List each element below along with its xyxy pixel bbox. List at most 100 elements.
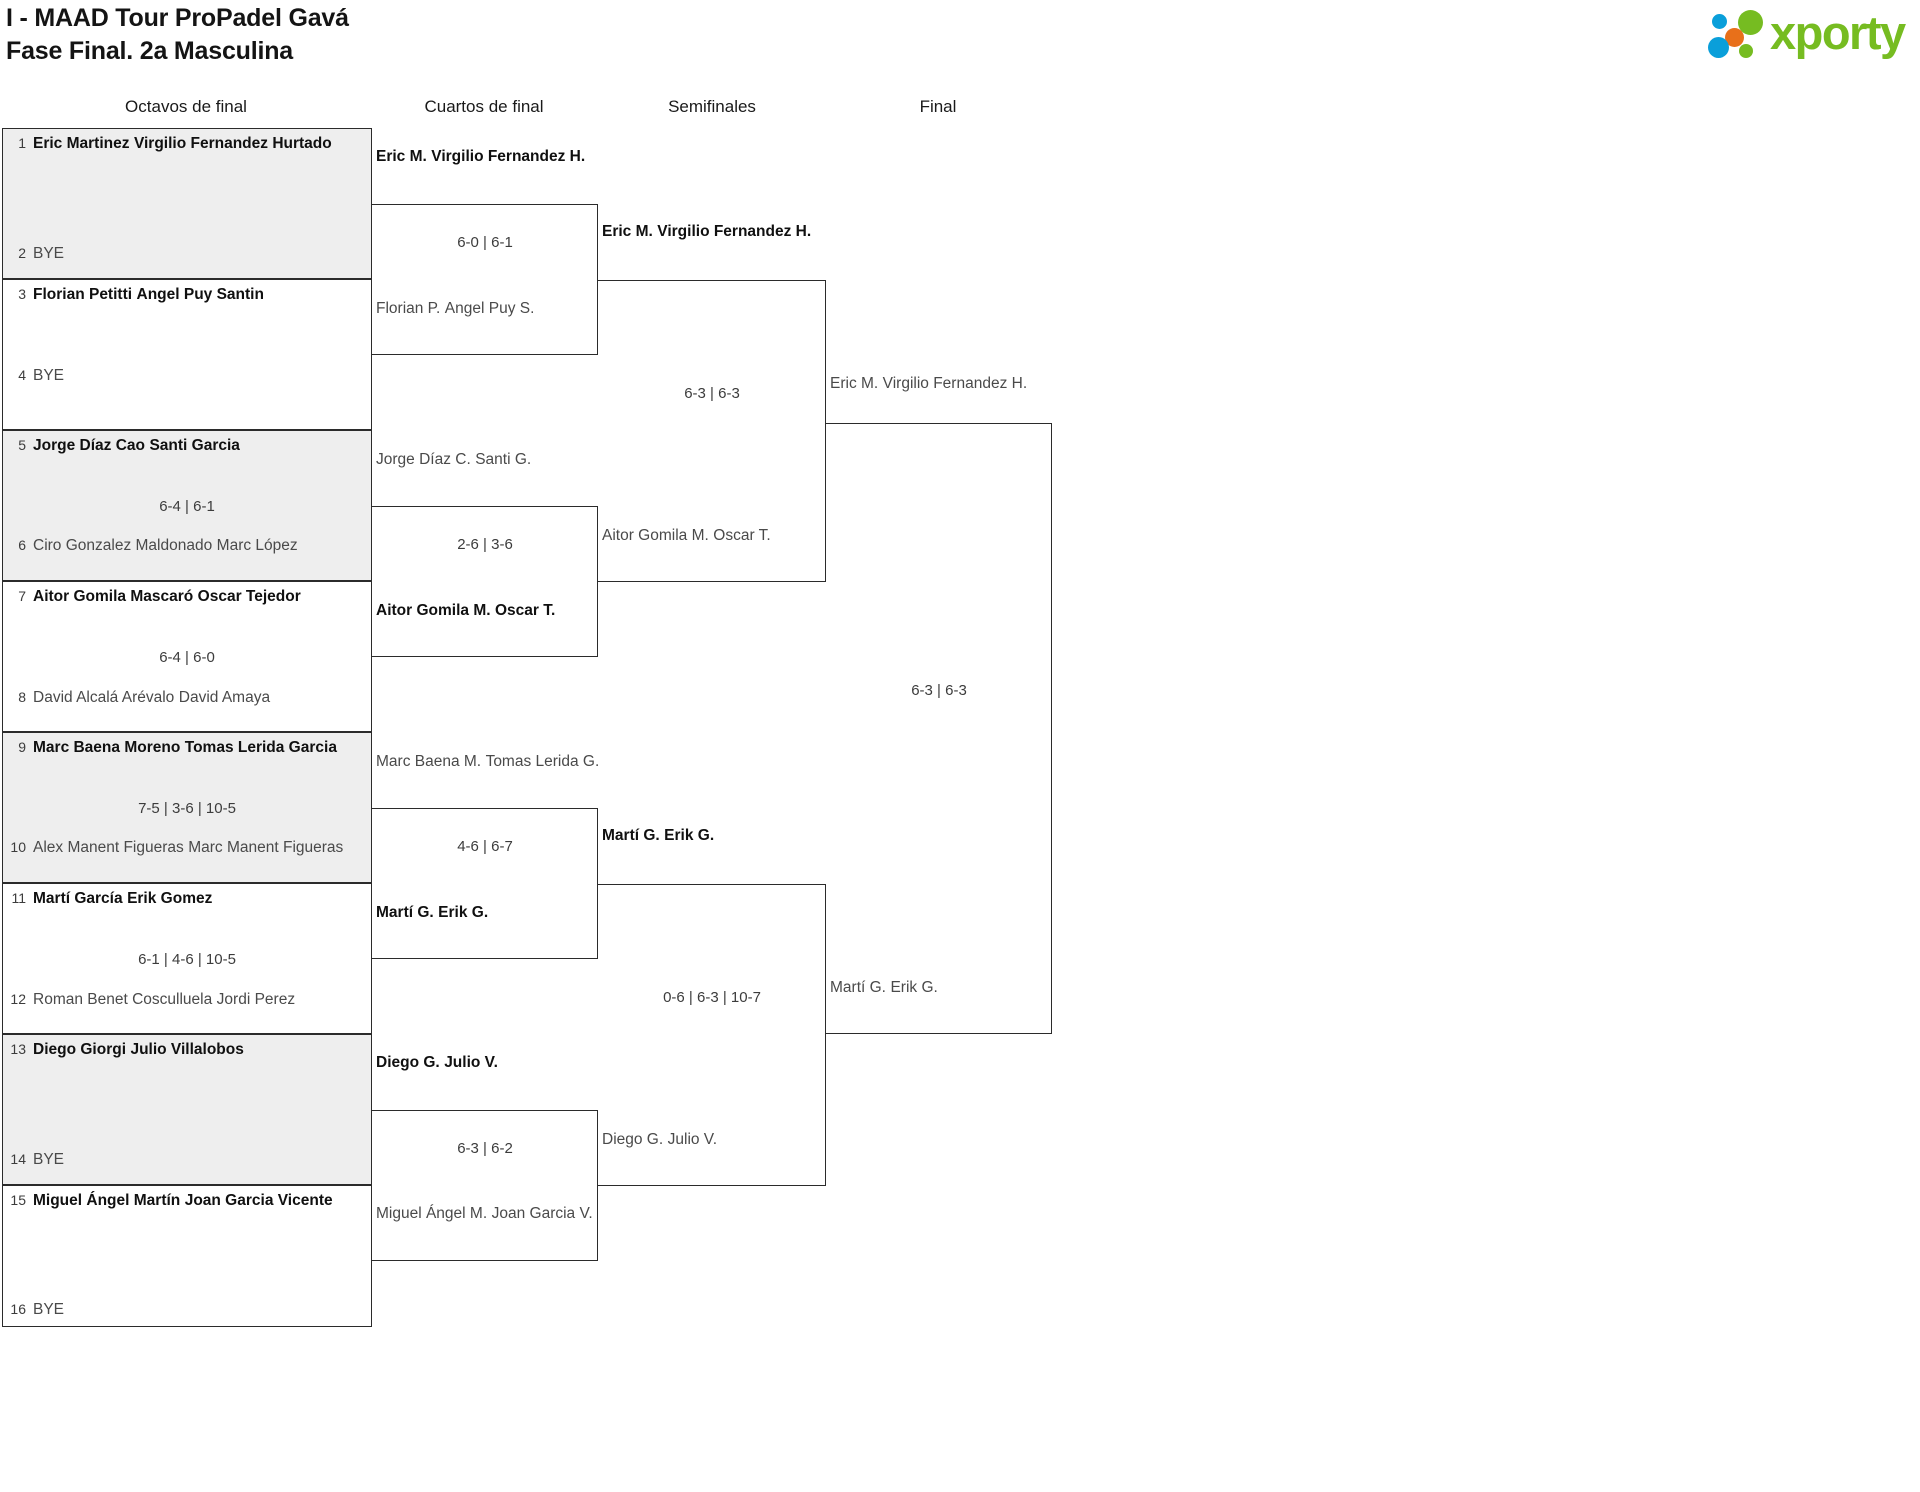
player-name: Virgilio Fernandez H. [882, 375, 1028, 392]
seed-number: 13 [10, 1041, 26, 1057]
logo-wordmark: xporty [1770, 6, 1906, 59]
r2-score-1: 6-0 | 6-1 [457, 234, 513, 251]
round-header-octavos: Octavos de final [125, 97, 247, 116]
r4-match-final[interactable] [826, 423, 1052, 1034]
player-name: Jordi Perez [216, 991, 296, 1008]
seed-number: 4 [18, 367, 26, 383]
r1-team-14[interactable]: 14 BYE [4, 1150, 64, 1169]
player-name: Martí G. [830, 979, 886, 996]
r2-team-8[interactable]: Miguel Ángel M. Joan Garcia V. [376, 1204, 593, 1223]
r1-team-16[interactable]: 16 BYE [4, 1300, 64, 1319]
r2-score-3: 4-6 | 6-7 [457, 838, 513, 855]
r1-team-13[interactable]: 13 Diego Giorgi Julio Villalobos [4, 1040, 244, 1059]
page-title: I - MAAD Tour ProPadel Gavá Fase Final. … [6, 2, 1206, 68]
r2-match-3[interactable] [372, 808, 598, 959]
r1-team-3[interactable]: 3 Florian Petitti Angel Puy Santin [4, 285, 264, 304]
player-name: BYE [33, 245, 65, 262]
round-header-final: Final [919, 97, 957, 116]
r4-team-2[interactable]: Martí G. Erik G. [830, 978, 938, 997]
player-name: Joan Garcia Vicente [184, 1192, 333, 1209]
logo-dots-icon [1708, 8, 1770, 60]
tournament-phase: Fase Final. 2a Masculina [6, 37, 293, 65]
seed-number: 2 [18, 245, 26, 261]
r1-match-3[interactable] [2, 430, 372, 581]
r2-team-6[interactable]: Martí G. Erik G. [376, 903, 488, 922]
r1-team-6[interactable]: 6 Ciro Gonzalez Maldonado Marc López [4, 536, 298, 555]
r1-score-4: 6-4 | 6-0 [159, 649, 215, 666]
r1-match-6[interactable] [2, 883, 372, 1034]
player-name: BYE [33, 1151, 65, 1168]
r1-match-7[interactable] [2, 1034, 372, 1185]
r1-team-5[interactable]: 5 Jorge Díaz Cao Santi Garcia [4, 436, 240, 455]
seed-number: 1 [18, 135, 26, 151]
r2-team-4[interactable]: Aitor Gomila M. Oscar T. [376, 601, 555, 620]
player-name: Erik G. [664, 827, 715, 844]
r1-team-2[interactable]: 2 BYE [4, 244, 64, 263]
r2-team-5[interactable]: Marc Baena M. Tomas Lerida G. [376, 752, 599, 771]
r2-match-2[interactable] [372, 506, 598, 657]
r3-team-4[interactable]: Diego G. Julio V. [602, 1130, 717, 1149]
r1-team-11[interactable]: 11 Martí García Erik Gomez [4, 889, 212, 908]
r2-team-3[interactable]: Jorge Díaz C. Santi G. [376, 450, 531, 469]
r1-team-8[interactable]: 8 David Alcalá Arévalo David Amaya [4, 688, 270, 707]
r1-score-6: 6-1 | 4-6 | 10-5 [138, 951, 236, 968]
player-name: Julio V. [444, 1054, 498, 1071]
r2-match-1[interactable] [372, 204, 598, 355]
r3-team-1[interactable]: Eric M. Virgilio Fernandez H. [602, 222, 811, 241]
player-name: Florian P. [376, 300, 441, 317]
r3-score-1: 6-3 | 6-3 [684, 385, 740, 402]
player-name: Julio V. [667, 1131, 718, 1148]
r1-match-1[interactable] [2, 128, 372, 279]
player-name: Virgilio Fernandez H. [431, 148, 586, 165]
r1-match-5[interactable] [2, 732, 372, 883]
r1-team-4[interactable]: 4 BYE [4, 366, 64, 385]
r3-match-1[interactable] [598, 280, 826, 582]
r1-match-4[interactable] [2, 581, 372, 732]
player-name: Diego G. [602, 1131, 664, 1148]
r1-score-3: 6-4 | 6-1 [159, 498, 215, 515]
r1-team-9[interactable]: 9 Marc Baena Moreno Tomas Lerida Garcia [4, 738, 337, 757]
r3-match-2[interactable] [598, 884, 826, 1186]
r1-team-10[interactable]: 10 Alex Manent Figueras Marc Manent Figu… [4, 838, 343, 857]
player-name: Virgilio Fernandez H. [657, 223, 812, 240]
r3-team-2[interactable]: Aitor Gomila M. Oscar T. [602, 526, 771, 545]
xporty-logo: xporty [1708, 6, 1908, 64]
seed-number: 16 [10, 1301, 26, 1317]
player-name: Marc Baena M. [376, 753, 482, 770]
seed-number: 11 [11, 890, 26, 906]
r4-team-1[interactable]: Eric M. Virgilio Fernandez H. [830, 374, 1027, 393]
player-name: Marc Manent Figueras [188, 839, 344, 856]
player-name: Erik G. [438, 904, 489, 921]
r1-team-7[interactable]: 7 Aitor Gomila Mascaró Oscar Tejedor [4, 587, 301, 606]
r2-team-1[interactable]: Eric M. Virgilio Fernandez H. [376, 147, 585, 166]
player-name: Oscar T. [713, 527, 771, 544]
player-name: Eric M. [830, 375, 879, 392]
player-name: BYE [33, 367, 65, 384]
r1-match-8[interactable] [2, 1185, 372, 1327]
player-name: Jorge Díaz Cao [33, 437, 145, 454]
round-header-semifinales: Semifinales [668, 97, 756, 116]
r1-team-12[interactable]: 12 Roman Benet Cosculluela Jordi Perez [4, 990, 295, 1009]
r2-team-2[interactable]: Florian P. Angel Puy S. [376, 299, 534, 318]
r3-team-3[interactable]: Martí G. Erik G. [602, 826, 714, 845]
r3-score-2: 0-6 | 6-3 | 10-7 [663, 989, 761, 1006]
player-name: Erik Gomez [127, 890, 213, 907]
player-name: Julio Villalobos [130, 1041, 244, 1058]
seed-number: 15 [10, 1192, 26, 1208]
r1-team-15[interactable]: 15 Miguel Ángel Martín Joan Garcia Vicen… [4, 1191, 333, 1210]
r1-match-2[interactable] [2, 279, 372, 430]
player-name: Tomas Lerida Garcia [184, 739, 337, 756]
player-name: BYE [33, 1301, 65, 1318]
player-name: Florian Petitti [33, 286, 133, 303]
r2-team-7[interactable]: Diego G. Julio V. [376, 1053, 498, 1072]
seed-number: 5 [18, 437, 26, 453]
player-name: Martí G. [602, 827, 660, 844]
player-name: Marc López [216, 537, 298, 554]
r2-match-4[interactable] [372, 1110, 598, 1261]
player-name: Joan Garcia V. [491, 1205, 593, 1222]
player-name: Angel Puy Santin [136, 286, 264, 303]
player-name: Jorge Díaz C. [376, 451, 471, 468]
seed-number: 10 [10, 839, 26, 855]
r1-team-1[interactable]: 1 Eric Martinez Virgilio Fernandez Hurta… [4, 134, 332, 153]
